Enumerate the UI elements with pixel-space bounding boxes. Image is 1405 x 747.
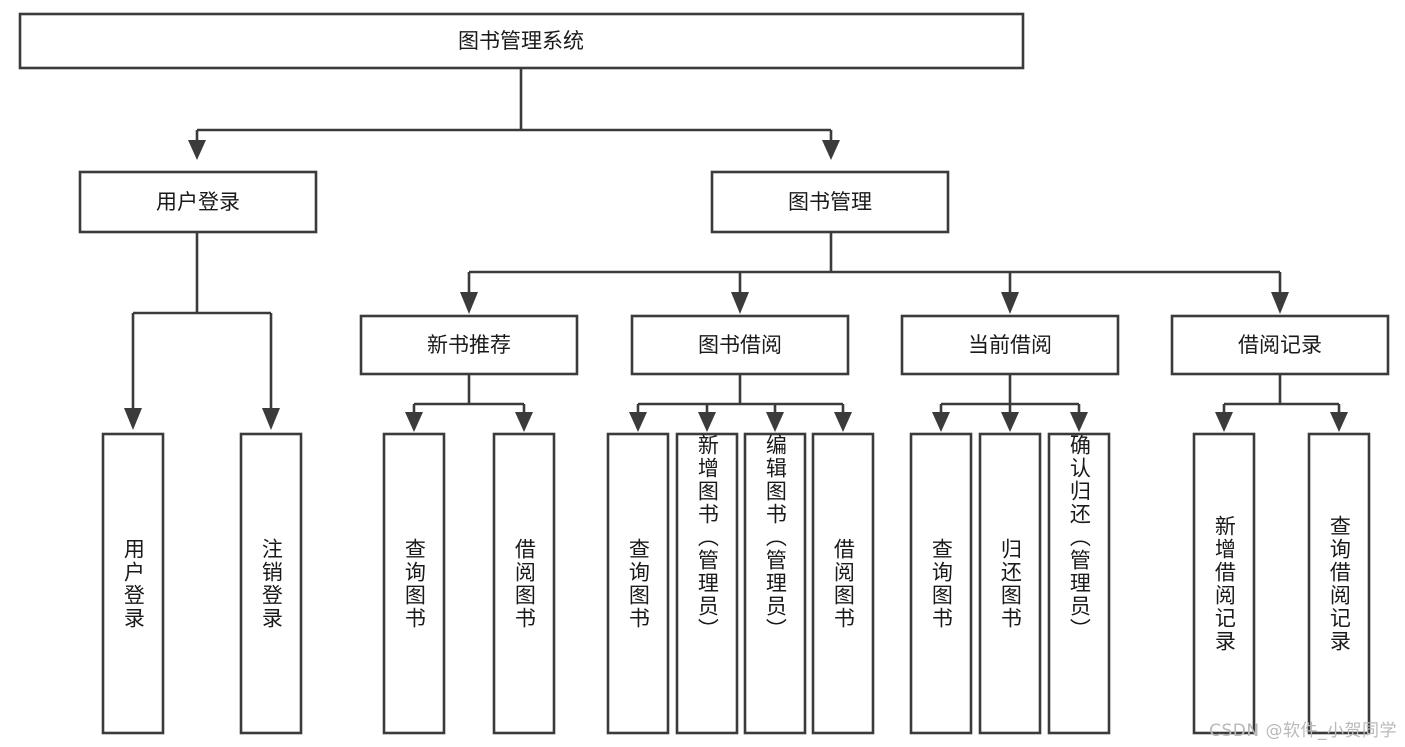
arrowhead-leaf-logout-login — [262, 408, 280, 430]
connector-group-current-borrow — [932, 374, 1088, 432]
connector-group-user-login — [124, 232, 280, 430]
arrowhead-leaf-confirm-return — [1070, 412, 1088, 432]
connector-group-root — [188, 68, 840, 160]
connector-group-borrow-record — [1215, 374, 1348, 432]
node-book-borrow-box[interactable] — [630, 314, 850, 376]
node-leaf-query-book-1-box[interactable] — [382, 432, 446, 735]
node-borrow-record[interactable]: 借阅记录 — [1170, 314, 1390, 376]
watermark-text: CSDN @软件_小贺同学 — [1209, 721, 1397, 741]
arrowhead-leaf-add-book — [698, 412, 716, 432]
arrowhead-leaf-query-record — [1330, 412, 1348, 432]
node-leaf-add-book-box[interactable] — [675, 432, 739, 735]
node-borrow-record-label: 借阅记录 — [1238, 333, 1322, 357]
node-book-borrow[interactable]: 图书借阅 — [630, 314, 850, 376]
node-root-label: 图书管理系统 — [458, 29, 584, 53]
node-current-borrow-box[interactable] — [900, 314, 1120, 376]
arrowhead-leaf-edit-book — [766, 412, 784, 432]
node-leaf-query-record-box[interactable] — [1307, 432, 1371, 735]
arrowhead-user-login — [188, 140, 206, 160]
node-new-book-recommend-box[interactable] — [359, 314, 579, 376]
node-leaf-query-book-2-box[interactable] — [606, 432, 670, 735]
arrowhead-new-book-recommend — [460, 292, 478, 314]
node-leaf-query-book-3-box[interactable] — [909, 432, 973, 735]
connector-group-book-manage — [460, 232, 1289, 314]
node-borrow-record-box[interactable] — [1170, 314, 1390, 376]
node-new-book-recommend[interactable]: 新书推荐 — [359, 314, 579, 376]
node-new-book-recommend-label: 新书推荐 — [427, 333, 511, 357]
arrowhead-leaf-query-book-2 — [629, 412, 647, 432]
node-leaf-confirm-return-box[interactable] — [1047, 432, 1111, 735]
node-user-login-box[interactable] — [78, 170, 318, 234]
node-leaf-user-login-box[interactable] — [101, 432, 165, 735]
arrowhead-book-borrow — [731, 292, 749, 314]
node-current-borrow[interactable]: 当前借阅 — [900, 314, 1120, 376]
arrowhead-leaf-query-book-3 — [932, 412, 950, 432]
node-book-borrow-label: 图书借阅 — [698, 333, 782, 357]
arrowhead-leaf-add-record — [1215, 412, 1233, 432]
node-user-login[interactable]: 用户登录 — [78, 170, 318, 234]
node-book-manage-label: 图书管理 — [788, 190, 872, 214]
connector-group-new-book-recommend — [405, 374, 533, 432]
node-leaf-add-record-box[interactable] — [1192, 432, 1256, 735]
arrowhead-leaf-borrow-book-2 — [834, 412, 852, 432]
arrowhead-current-borrow — [1001, 292, 1019, 314]
node-leaf-borrow-book-2-box[interactable] — [811, 432, 875, 735]
node-leaf-return-book-box[interactable] — [978, 432, 1042, 735]
arrowhead-borrow-record — [1271, 292, 1289, 314]
node-root[interactable]: 图书管理系统 — [18, 12, 1025, 70]
node-current-borrow-label: 当前借阅 — [968, 333, 1052, 357]
arrowhead-book-manage — [822, 140, 840, 160]
node-leaf-logout-login-box[interactable] — [239, 432, 303, 735]
arrowhead-leaf-query-book-1 — [405, 412, 423, 432]
arrowhead-leaf-user-login — [124, 408, 142, 430]
node-root-box[interactable] — [18, 12, 1025, 70]
node-leaf-edit-book-box[interactable] — [743, 432, 807, 735]
node-user-login-label: 用户登录 — [156, 190, 240, 214]
arrowhead-leaf-borrow-book-1 — [515, 412, 533, 432]
connector-group-book-borrow — [629, 374, 852, 432]
arrowhead-leaf-return-book — [1001, 412, 1019, 432]
node-book-manage[interactable]: 图书管理 — [710, 170, 950, 234]
node-leaf-borrow-book-1-box[interactable] — [492, 432, 556, 735]
node-book-manage-box[interactable] — [710, 170, 950, 234]
